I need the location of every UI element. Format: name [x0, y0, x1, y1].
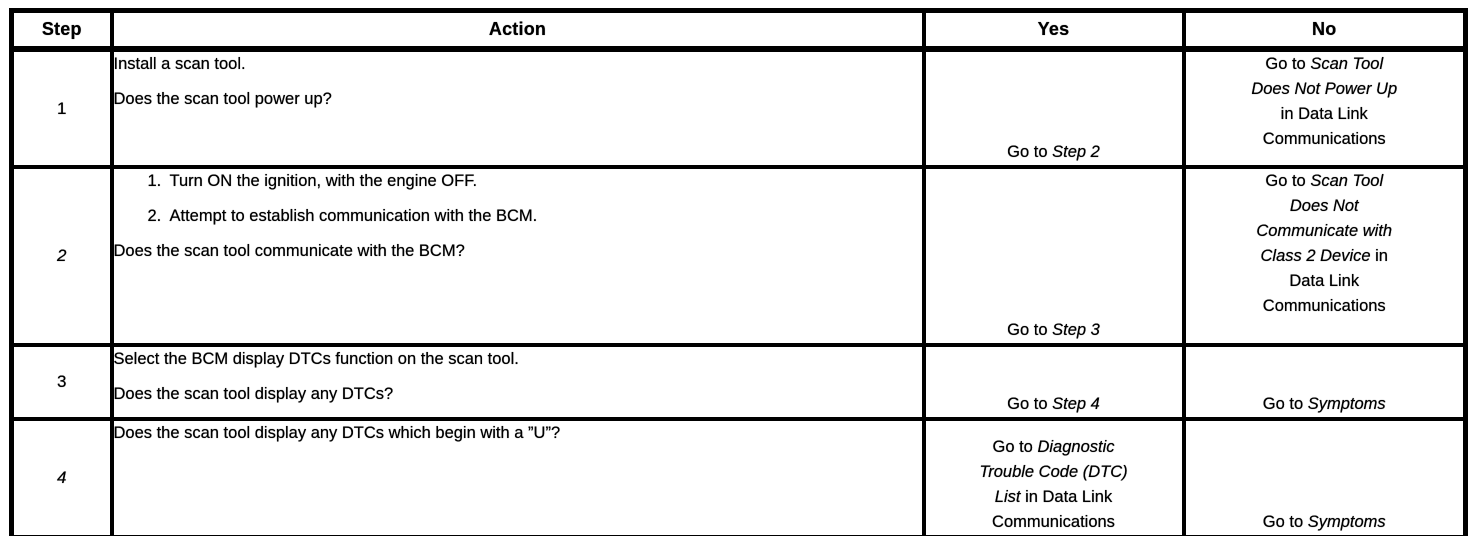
column-header-no: No — [1181, 8, 1468, 52]
table-row-step-3: 3 Select the BCM display DTCs function o… — [9, 343, 1468, 421]
yes-cell: Go to Step 4 — [921, 343, 1186, 421]
step-number: 1 — [9, 47, 114, 169]
action-cell: Install a scan tool. Does the scan tool p… — [109, 47, 926, 169]
table-row-step-4: 4 Does the scan tool display any DTCs wh… — [9, 417, 1468, 536]
text-line: in Data Link — [1280, 105, 1368, 123]
column-header-step: Step — [9, 8, 114, 52]
text-line: Go to Symptoms — [1262, 395, 1386, 413]
text-line: Select the BCM display DTCs function on … — [113, 350, 519, 368]
table-row-step-2: 2 1. Turn ON the ignition, with the engi… — [9, 165, 1468, 347]
text-line: Does the scan tool power up? — [113, 90, 332, 108]
text-line: 1. Turn ON the ignition, with the engine… — [147, 172, 478, 190]
table-row-step-1: 1 Install a scan tool. Does the scan tool… — [9, 47, 1468, 169]
text-line: Does the scan tool display any DTCs? — [113, 385, 394, 403]
text-line: Go to Step 2 — [1007, 143, 1100, 161]
text-line: Does Not Power Up — [1251, 80, 1398, 98]
text-line: Does the scan tool display any DTCs whic… — [113, 424, 561, 442]
yes-cell: Go to Step 2 — [921, 47, 1186, 169]
action-cell: 1. Turn ON the ignition, with the engine… — [109, 165, 926, 347]
text-line: Go to Symptoms — [1262, 512, 1386, 531]
text-line: Go to Scan Tool — [1265, 172, 1384, 190]
step-number: 3 — [9, 343, 114, 421]
text-line: Communicate with — [1256, 222, 1393, 240]
text-line: List in Data Link — [994, 487, 1113, 506]
header-row: Step Action Yes No — [9, 8, 1468, 52]
text-line: 2. Attempt to establish communication wi… — [147, 207, 538, 225]
text-line: Go to Step 3 — [1007, 321, 1100, 339]
text-line: Go to Diagnostic — [992, 437, 1115, 456]
text-line: Go to Scan Tool — [1265, 55, 1384, 73]
step-number: 2 — [9, 165, 114, 347]
column-header-action: Action — [109, 8, 926, 52]
no-cell: Go to Symptoms — [1181, 343, 1468, 421]
text-line: Does the scan tool communicate with the … — [113, 242, 465, 260]
text-line: Trouble Code (DTC) — [979, 462, 1128, 481]
text-line: Communications — [1262, 130, 1386, 148]
step-number: 4 — [9, 417, 114, 536]
text-line: Install a scan tool. — [113, 55, 246, 73]
text-line: Communications — [992, 512, 1115, 531]
text-line: Go to Step 4 — [1007, 395, 1100, 413]
action-cell: Select the BCM display DTCs function on … — [109, 343, 926, 421]
yes-cell: Go to Step 3 — [921, 165, 1186, 347]
text-line: Does Not — [1289, 197, 1359, 215]
no-cell: Go to Symptoms — [1181, 417, 1468, 536]
diagnostic-table: Step Action Yes No 1 Install a scan tool… — [9, 8, 1468, 536]
text-line: Class 2 Device in — [1260, 247, 1388, 265]
text-line: Communications — [1262, 297, 1386, 315]
column-header-yes: Yes — [921, 8, 1186, 52]
text-line: Data Link — [1289, 272, 1360, 290]
action-cell: Does the scan tool display any DTCs whic… — [109, 417, 926, 536]
